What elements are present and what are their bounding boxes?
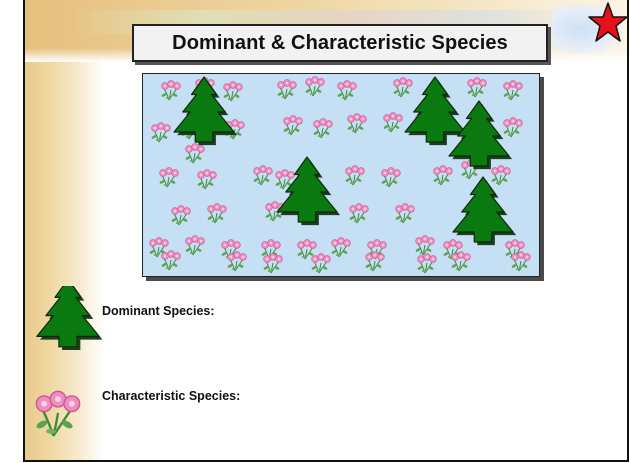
flower-3 [223, 82, 242, 101]
community-diagram [142, 73, 540, 277]
flower-49 [417, 254, 436, 273]
tree-5 [453, 177, 516, 245]
flower-14 [313, 119, 332, 138]
flower-20 [197, 170, 216, 189]
flower-16 [383, 113, 402, 132]
flower-10 [151, 123, 170, 142]
community-diagram-canvas [143, 74, 539, 276]
characteristic-species-flower-icon [28, 382, 92, 442]
flower-13 [283, 116, 302, 135]
flower-29 [207, 204, 226, 223]
flower-23 [345, 166, 364, 185]
legend-flower [35, 391, 79, 436]
flower-51 [511, 252, 530, 271]
flower-47 [311, 254, 330, 273]
flower-32 [395, 204, 414, 223]
flower-50 [451, 252, 470, 271]
tree-4 [277, 157, 340, 225]
legend-tree [37, 286, 103, 350]
flower-48 [365, 252, 384, 271]
flower-1 [161, 81, 180, 100]
tree-3 [449, 101, 512, 169]
dominant-species-tree-icon [32, 286, 108, 356]
flower-7 [393, 78, 412, 97]
flower-52 [185, 144, 204, 163]
flower-46 [263, 254, 282, 273]
flower-9 [503, 81, 522, 100]
flower-8 [467, 78, 486, 97]
dominant-species-label: Dominant Species: [102, 304, 215, 318]
flower-24 [381, 168, 400, 187]
flower-21 [253, 166, 272, 185]
flower-18 [503, 118, 522, 137]
flower-31 [349, 204, 368, 223]
flower-25 [433, 166, 452, 185]
page-title: Dominant & Characteristic Species [172, 32, 508, 55]
flower-4 [277, 80, 296, 99]
flower-6 [337, 81, 356, 100]
red-star-icon [588, 2, 628, 44]
flower-41 [415, 236, 434, 255]
flower-44 [161, 251, 180, 270]
flower-27 [491, 166, 510, 185]
flower-15 [347, 114, 366, 133]
title-box: Dominant & Characteristic Species [132, 24, 548, 62]
flower-19 [159, 168, 178, 187]
characteristic-species-label: Characteristic Species: [102, 389, 240, 403]
flower-45 [227, 252, 246, 271]
flower-39 [331, 238, 350, 257]
flower-5 [305, 77, 324, 96]
flower-28 [171, 206, 190, 225]
flower-35 [185, 236, 204, 255]
